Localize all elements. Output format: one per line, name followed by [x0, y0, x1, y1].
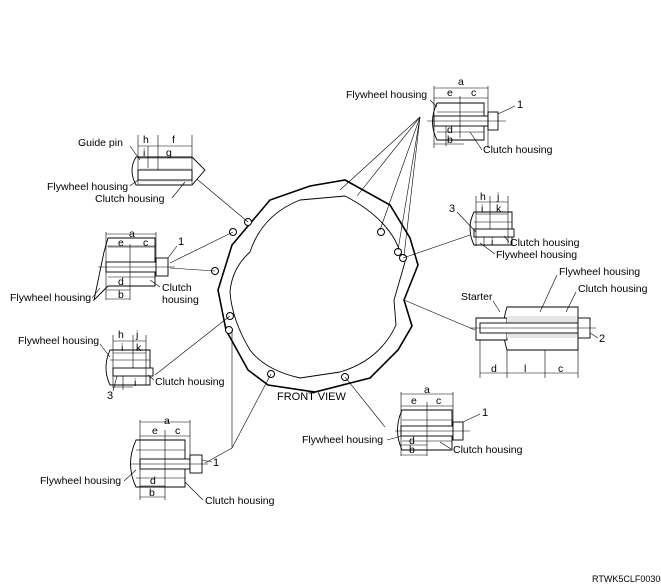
- detail-bottom-center: a e c d b 1 Flywheel housing Clutch hous…: [302, 384, 523, 456]
- dim-h: h: [118, 329, 124, 341]
- dim-l: l: [524, 363, 526, 375]
- dim-c: c: [436, 395, 441, 407]
- callout-3: 3: [449, 203, 455, 215]
- dim-d: d: [150, 475, 156, 487]
- label-housing: housing: [162, 294, 199, 306]
- label-clutch-housing: Clutch housing: [510, 237, 580, 249]
- callout-1: 1: [517, 99, 523, 111]
- dim-b: b: [409, 444, 415, 456]
- detail-guide-pin: h f i g Guide pin Flywheel housing Clutc…: [47, 134, 206, 205]
- callout-3: 3: [107, 390, 113, 402]
- front-view-label: FRONT VIEW: [277, 391, 346, 403]
- label-flywheel-housing: Flywheel housing: [346, 89, 427, 101]
- label-flywheel-housing: Flywheel housing: [10, 292, 91, 304]
- dim-i: i: [134, 377, 136, 389]
- dim-d: d: [409, 435, 415, 447]
- dim-c: c: [558, 363, 563, 375]
- detail-right-pin: h j i k i 3 Clutch housing Flywheel hous…: [449, 191, 580, 261]
- dim-a: a: [164, 415, 170, 427]
- label-clutch: Clutch: [162, 282, 192, 294]
- label-clutch-housing: Clutch housing: [95, 193, 165, 205]
- label-clutch-housing: Clutch housing: [205, 495, 275, 507]
- detail-left: a e c d b 1 Flywheel housing Clutch hous…: [10, 228, 199, 306]
- callout-2: 2: [599, 333, 605, 345]
- dim-k: k: [136, 342, 142, 354]
- callout-1: 1: [482, 407, 488, 419]
- dim-e: e: [447, 87, 453, 99]
- dim-i: i: [491, 236, 493, 248]
- label-clutch-housing: Clutch housing: [155, 376, 225, 388]
- label-flywheel-housing: Flywheel housing: [18, 335, 99, 347]
- dim-h: h: [143, 134, 149, 146]
- dim-i: i: [121, 342, 123, 354]
- dim-i: i: [143, 147, 145, 159]
- dim-e: e: [118, 237, 124, 249]
- dim-g: g: [166, 147, 172, 159]
- callout-1: 1: [213, 457, 219, 469]
- detail-bottom-left: a e c d b 1 Flywheel housing Clutch hous…: [40, 415, 275, 507]
- housing-front-view: FRONT VIEW: [211, 179, 419, 403]
- dim-d: d: [447, 124, 453, 136]
- dim-c: c: [143, 237, 148, 249]
- dim-f: f: [172, 134, 175, 146]
- dim-b: b: [447, 134, 453, 146]
- dim-j: j: [496, 191, 499, 203]
- figure-code: RTWK5CLF003001: [592, 574, 661, 584]
- callout-1: 1: [178, 236, 184, 248]
- dim-c: c: [471, 87, 476, 99]
- label-starter: Starter: [461, 291, 493, 303]
- dim-a: a: [129, 228, 135, 240]
- dim-e: e: [152, 425, 158, 437]
- detail-lower-left-pin: h j i k i Flywheel housing Clutch housin…: [18, 329, 225, 402]
- dim-b: b: [149, 487, 155, 499]
- detail-starter: d l c 2 Starter Flywheel housing Clutch …: [461, 266, 648, 378]
- label-clutch-housing: Clutch housing: [578, 283, 648, 295]
- dim-h: h: [480, 191, 486, 203]
- label-flywheel-housing: Flywheel housing: [47, 181, 128, 193]
- dim-a: a: [458, 76, 464, 88]
- label-flywheel-housing: Flywheel housing: [559, 266, 640, 278]
- detail-top-right: a e c d b 1 Flywheel housing Clutch hous…: [346, 76, 553, 156]
- dim-k: k: [496, 203, 502, 215]
- label-clutch-housing: Clutch housing: [483, 144, 553, 156]
- label-flywheel-housing: Flywheel housing: [302, 434, 383, 446]
- label-guide-pin: Guide pin: [78, 137, 123, 149]
- dim-c: c: [175, 425, 180, 437]
- dim-a: a: [424, 384, 430, 396]
- dim-i: i: [481, 203, 483, 215]
- dim-e: e: [411, 395, 417, 407]
- dim-b: b: [118, 289, 124, 301]
- dim-d: d: [491, 363, 497, 375]
- label-clutch-housing: Clutch housing: [453, 444, 523, 456]
- label-flywheel-housing: Flywheel housing: [496, 249, 577, 261]
- dim-j: j: [135, 329, 138, 341]
- leader-lines: [154, 116, 476, 464]
- dim-d: d: [118, 276, 124, 288]
- label-flywheel-housing: Flywheel housing: [40, 475, 121, 487]
